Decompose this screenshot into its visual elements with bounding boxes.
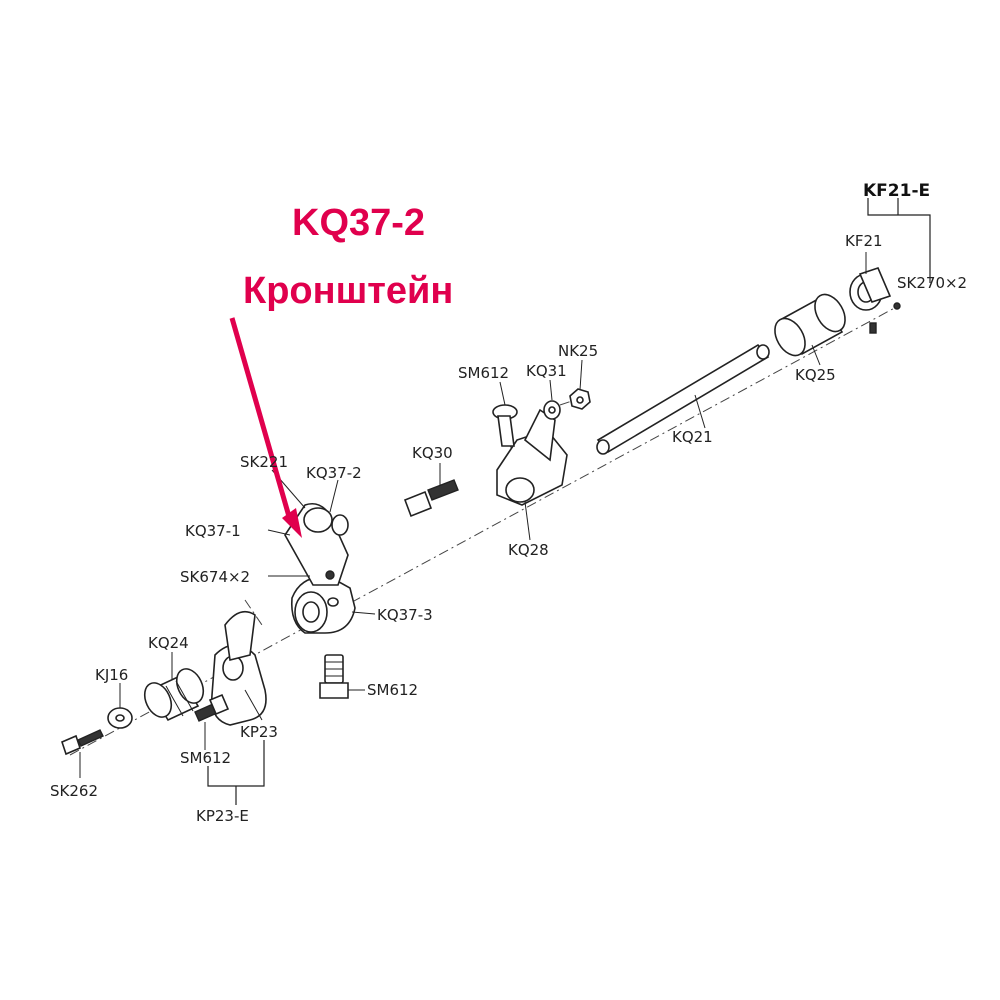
leader-kq37-1	[267, 529, 291, 536]
leader-nk25	[579, 359, 583, 391]
label-sm612-b: SM612	[458, 364, 509, 382]
leader-kq37-2	[329, 479, 339, 513]
part-sm612-screw-a	[194, 693, 230, 722]
part-sk262-screw	[61, 729, 104, 756]
label-kq30: KQ30	[412, 444, 453, 462]
label-kf21: KF21	[845, 232, 883, 250]
label-kq37-1: KQ37-1	[185, 522, 241, 540]
label-sm612-a: SM612	[180, 749, 231, 767]
leader-kq37-3	[351, 611, 376, 615]
part-sm612-screw-c	[319, 654, 349, 699]
leader-kq28	[524, 501, 531, 541]
part-nk25-nut	[569, 388, 591, 410]
label-kp23: KP23	[240, 723, 278, 741]
label-sk674: SK674×2	[180, 568, 250, 586]
leader-kp23	[244, 689, 263, 721]
label-kq25: KQ25	[795, 366, 836, 384]
part-kq37-3-clamp	[290, 576, 356, 634]
label-kp23-e: KP23-E	[196, 807, 249, 825]
label-sk262: SK262	[50, 782, 98, 800]
highlight-name: Кронштейн	[243, 270, 453, 312]
label-sk270: SK270×2	[897, 274, 967, 292]
part-sm612-screw-b	[492, 404, 518, 447]
label-sk221: SK221	[240, 453, 288, 471]
highlight-arrow	[229, 317, 302, 538]
label-nk25: NK25	[558, 342, 598, 360]
leader-kq25	[811, 344, 821, 366]
part-kq37-2-bracket	[284, 502, 349, 586]
label-kq37-2: KQ37-2	[306, 464, 362, 482]
label-kq37-3: KQ37-3	[377, 606, 433, 624]
leader-sm612-b	[499, 381, 506, 406]
part-kq21-shaft	[596, 343, 770, 455]
leader-kq31	[549, 379, 553, 401]
leader-kq21	[694, 394, 706, 429]
label-sm612-c: SM612	[367, 681, 418, 699]
part-kq30-screw	[403, 479, 459, 518]
label-kj16: KJ16	[95, 666, 128, 684]
part-kj16-washer	[107, 707, 133, 729]
part-kq25-bushing	[774, 293, 846, 357]
label-kf21-e: KF21-E	[863, 181, 930, 201]
bracket-kf21-e	[867, 198, 931, 283]
part-kq28-block	[496, 408, 568, 506]
part-kf21-collar	[849, 267, 901, 334]
part-kq31-washer	[543, 400, 561, 420]
assembly-axis	[69, 304, 901, 756]
label-kq24: KQ24	[148, 634, 189, 652]
part-kp23-lever	[211, 599, 267, 726]
part-kq24-roller	[143, 668, 205, 722]
label-kq21: KQ21	[672, 428, 713, 446]
label-kq31: KQ31	[526, 362, 567, 380]
label-kq28: KQ28	[508, 541, 549, 559]
highlight-code: KQ37-2	[292, 202, 425, 244]
